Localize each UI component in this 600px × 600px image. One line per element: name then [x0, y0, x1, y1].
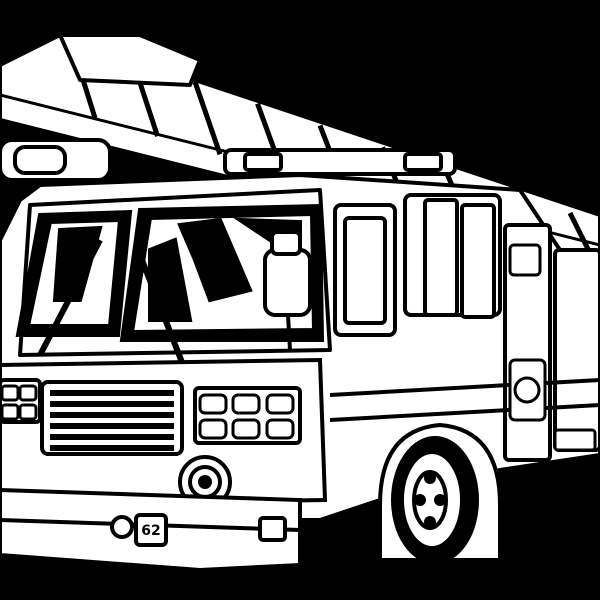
ladder-rung — [192, 80, 223, 156]
rear-equipment — [508, 243, 597, 452]
side-mirror — [263, 230, 312, 351]
grille-slat — [50, 434, 174, 440]
headlights — [0, 384, 295, 440]
grille-slat — [50, 390, 174, 396]
ladder-turret — [58, 33, 202, 87]
grille-slats — [50, 390, 174, 451]
side-compartments — [329, 193, 600, 462]
grille-slat — [50, 401, 174, 407]
grille-slat — [50, 423, 174, 429]
front-wheel — [378, 422, 502, 564]
grille-slat — [50, 412, 174, 418]
light-bar — [223, 148, 457, 176]
front-plate-text: 62 — [141, 523, 160, 539]
front-bumper: 62 — [0, 487, 302, 573]
grille-slat — [50, 445, 174, 451]
